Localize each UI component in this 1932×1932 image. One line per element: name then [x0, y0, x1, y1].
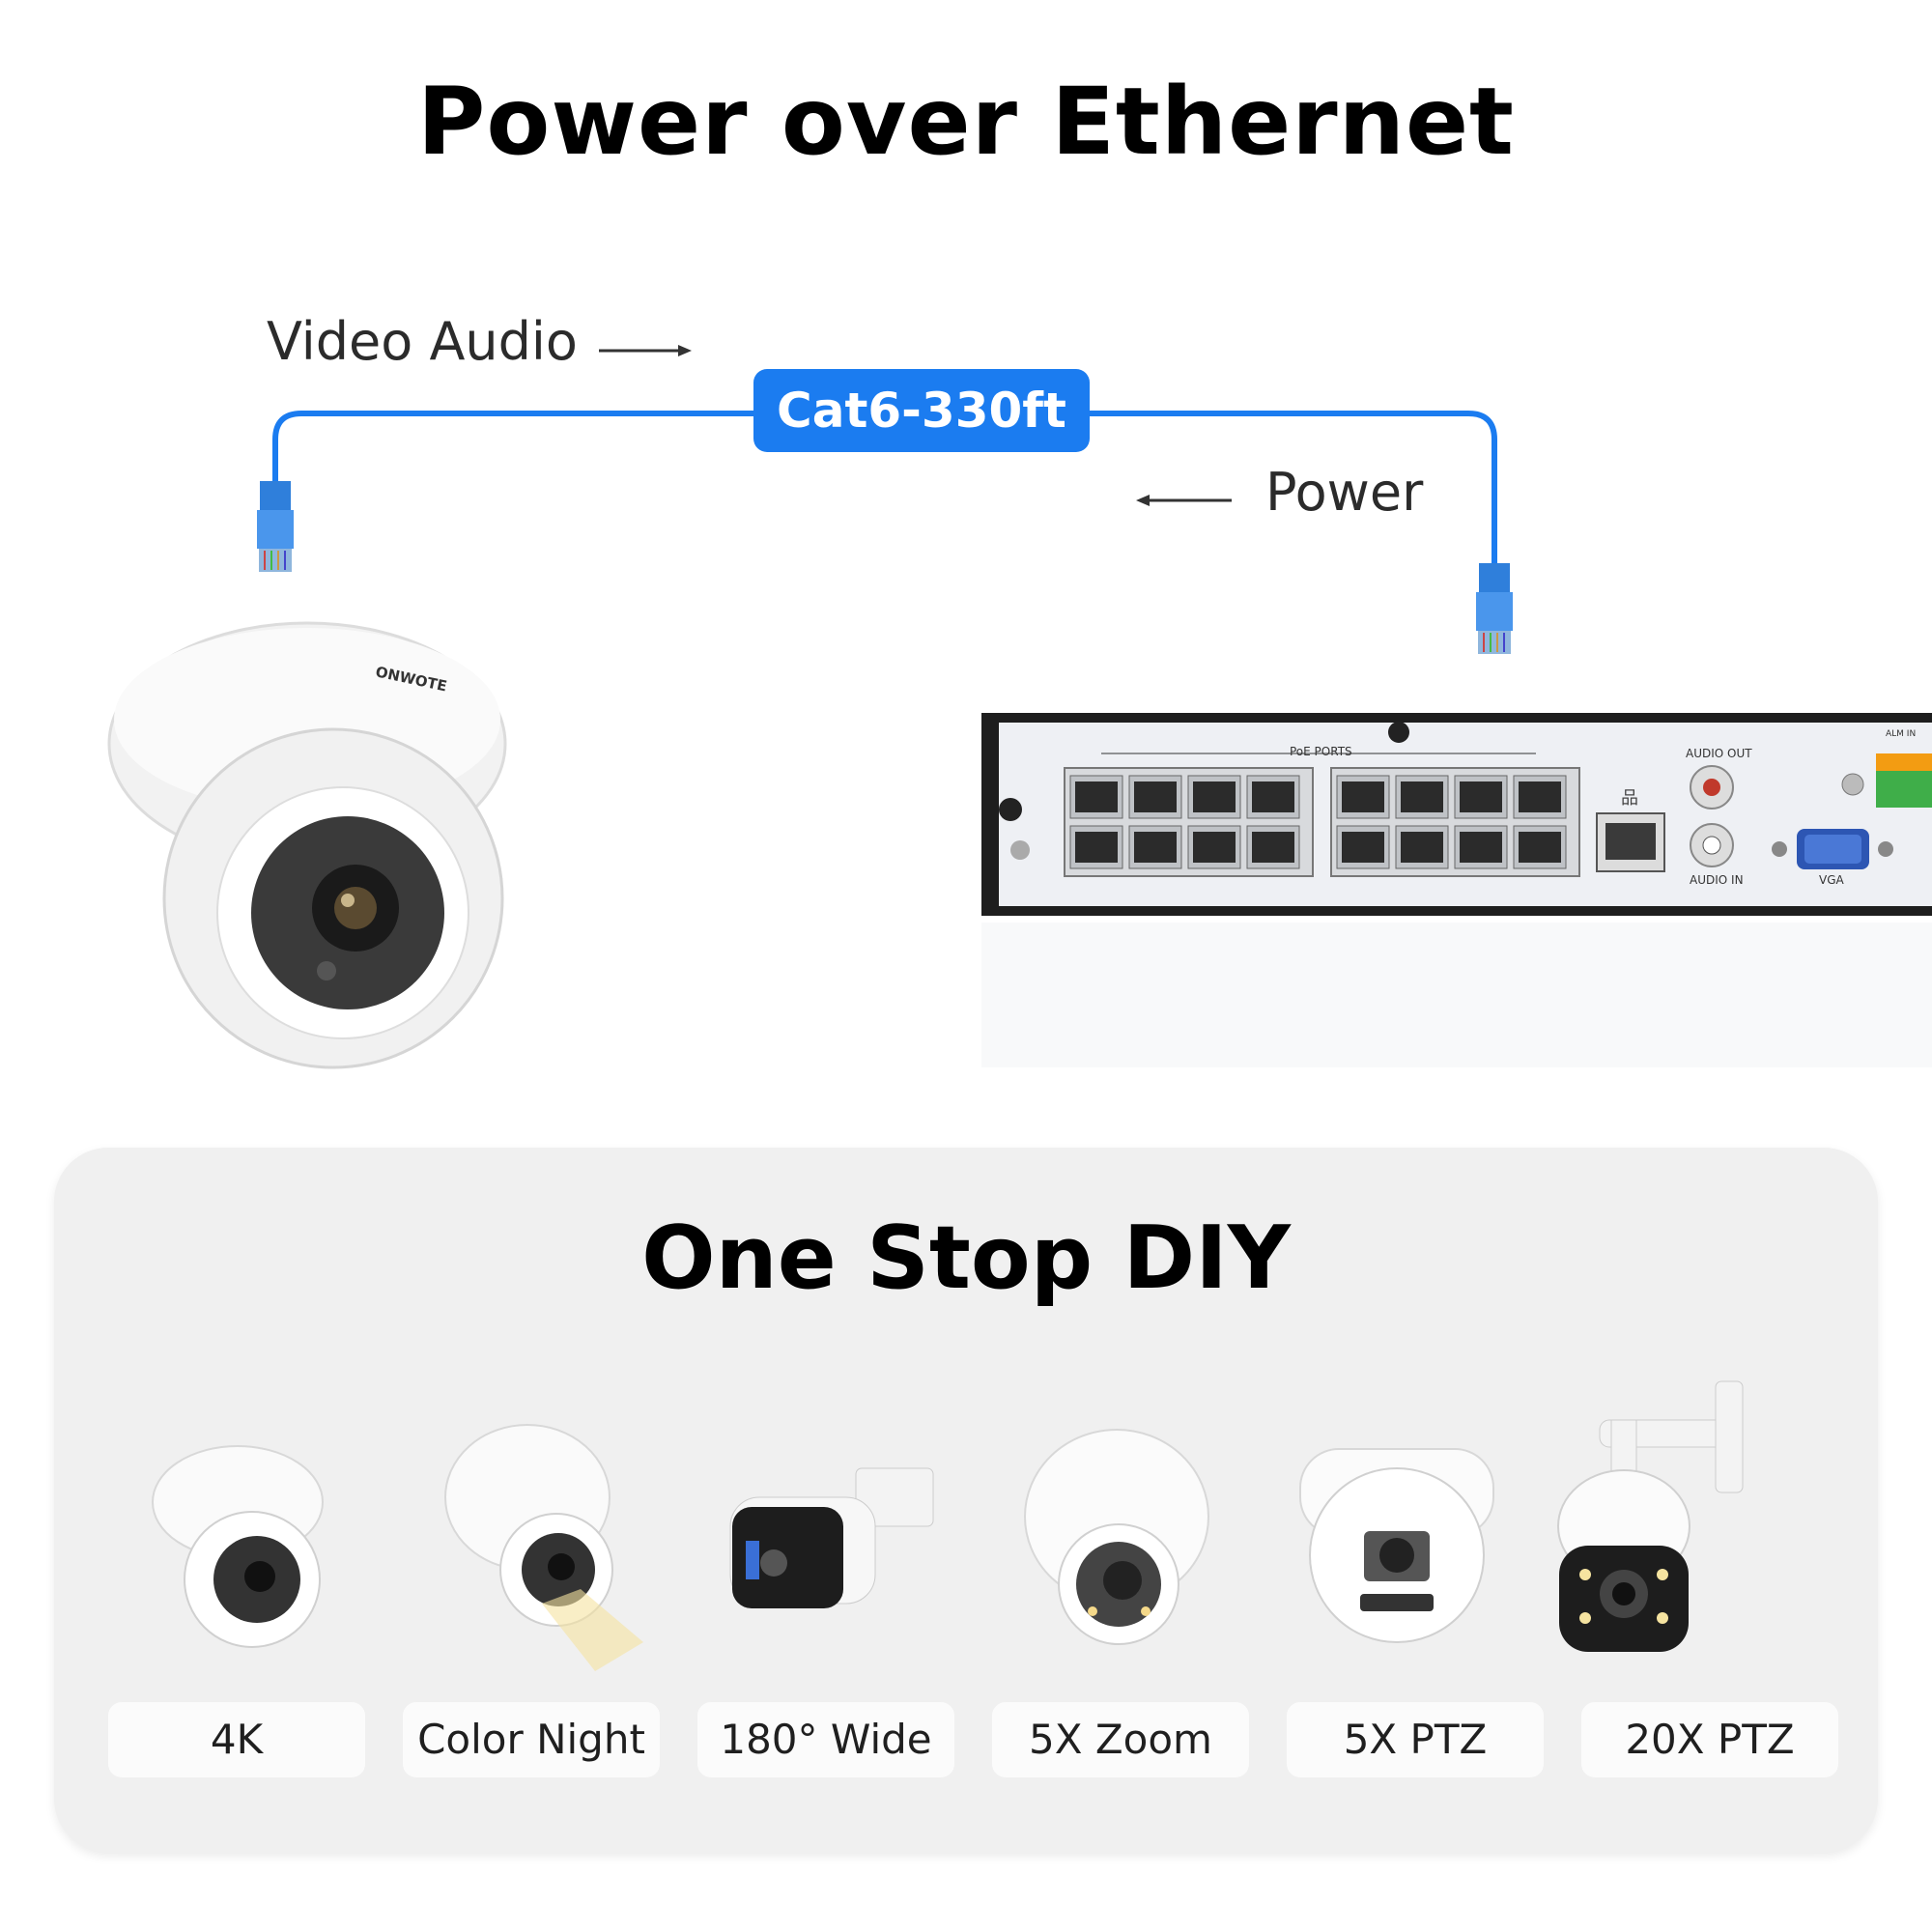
poe-port-socket — [1401, 832, 1443, 863]
svg-text:品: 品 — [1621, 788, 1638, 809]
video-audio-label: Video Audio — [267, 311, 578, 372]
poe-port-socket — [1342, 781, 1384, 812]
cable-spec-badge: Cat6-330ft — [753, 369, 1090, 452]
dome-camera-icon: ONWOTE — [107, 621, 507, 1069]
dome-camera-zoom-icon — [1024, 1429, 1209, 1645]
feature-chip-180-wide: 180° Wide — [697, 1702, 954, 1777]
poe-ports-label: PoE PORTS — [1290, 745, 1352, 758]
dome-camera-spotlight-icon — [444, 1424, 643, 1671]
nvr-recorder: PoE PORTS 品 AUDIO OUT AUDIO IN VGA ALM I… — [981, 713, 1932, 916]
features-title: One Stop DIY — [641, 1208, 1291, 1309]
audio-in-label: AUDIO IN — [1690, 873, 1744, 887]
poe-port-socket — [1460, 832, 1502, 863]
turret-ptz-camera-icon — [1299, 1448, 1494, 1643]
camera-lineup — [152, 1380, 1744, 1671]
page-title: Power over Ethernet — [417, 68, 1515, 176]
poe-port-socket — [1519, 781, 1561, 812]
poe-port-socket — [1401, 781, 1443, 812]
rj45-connector-right-icon — [1476, 563, 1513, 654]
alarm-label: ALM IN — [1886, 729, 1916, 739]
arrow-left-icon — [1136, 495, 1232, 506]
speed-dome-ptz-camera-icon — [1557, 1380, 1744, 1652]
feature-chip-5x-zoom: 5X Zoom — [992, 1702, 1249, 1777]
poe-port-socket — [1342, 832, 1384, 863]
poe-port-socket — [1134, 781, 1177, 812]
rj45-connector-left-icon — [257, 481, 294, 572]
vga-label: VGA — [1819, 873, 1845, 887]
poe-port-socket — [1193, 832, 1236, 863]
dome-camera-icon — [152, 1445, 324, 1648]
feature-chip-5x-ptz: 5X PTZ — [1287, 1702, 1544, 1777]
poe-port-socket — [1134, 832, 1177, 863]
power-label: Power — [1265, 462, 1424, 523]
poe-port-socket — [1193, 781, 1236, 812]
poe-port-socket — [1252, 781, 1294, 812]
poe-diagram: ONWOTE PoE PORTS 品 AUDIO OUT AUDIO IN VG… — [107, 345, 1932, 1069]
poe-port-socket — [1460, 781, 1502, 812]
feature-chip-color-night: Color Night — [403, 1702, 660, 1777]
audio-out-label: AUDIO OUT — [1686, 747, 1752, 760]
poe-port-socket — [1252, 832, 1294, 863]
poe-port-socket — [1075, 781, 1118, 812]
bullet-camera-icon — [729, 1467, 934, 1608]
arrow-right-icon — [599, 345, 692, 356]
poe-port-socket — [1075, 832, 1118, 863]
feature-chip-4k: 4K — [108, 1702, 365, 1777]
feature-chip-20x-ptz: 20X PTZ — [1581, 1702, 1838, 1777]
poe-port-grid — [1069, 775, 1567, 869]
poe-port-socket — [1519, 832, 1561, 863]
